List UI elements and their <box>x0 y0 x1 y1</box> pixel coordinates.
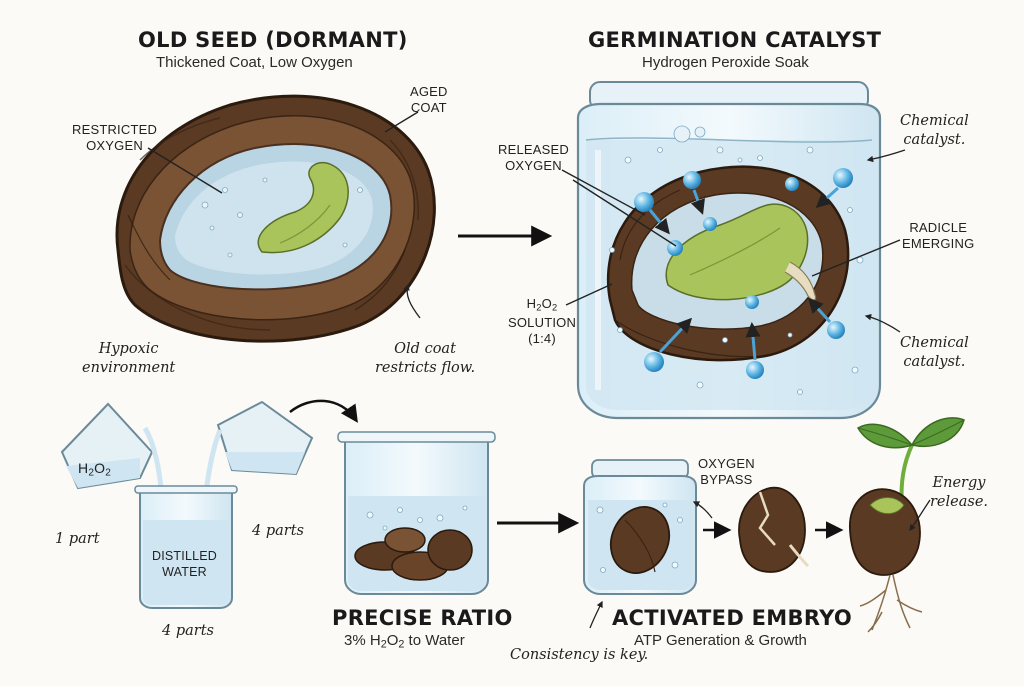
pointer-catalyst-top <box>866 149 906 163</box>
pointer-restricted-oxygen <box>147 147 223 194</box>
pointer-aged-coat <box>384 111 419 133</box>
pointer-oxygen-bypass <box>692 501 713 519</box>
pointer-energy-release <box>909 499 931 532</box>
oxygen-flow-arrows <box>648 186 840 361</box>
pointer-released-oxygen <box>561 169 646 216</box>
label-released-oxygen: RELEASED OXYGEN <box>498 142 569 173</box>
label-h2o2-solution: H2O2 SOLUTION (1:4) <box>508 296 577 347</box>
ratio-subtitle: 3% H2O2 to Water <box>344 632 465 651</box>
distilled-water-beaker <box>134 485 238 609</box>
note-chemical-catalyst-top: Chemical catalyst. <box>900 113 969 148</box>
ratio-title: PRECISE RATIO <box>332 606 513 630</box>
pouring-beaker-left <box>60 402 165 501</box>
old-seed-illustration <box>115 94 436 343</box>
note-old-coat: Old coat restricts flow. <box>375 341 476 376</box>
label-restricted-oxygen: RESTRICTED OXYGEN <box>72 122 158 153</box>
seedling <box>849 417 965 633</box>
pointer-catalyst-bottom <box>864 313 901 333</box>
label-radicle-emerging: RADICLE EMERGING <box>902 220 975 251</box>
small-bubbles <box>609 125 864 395</box>
note-four-parts-bottom: 4 parts <box>162 623 214 639</box>
arrow-to-ratio <box>289 399 358 423</box>
oxygen-bubbles <box>634 168 853 379</box>
note-consistency: Consistency is key. <box>510 647 649 663</box>
note-hypoxic: Hypoxic environment <box>82 341 176 376</box>
note-four-parts-right: 4 parts <box>252 523 304 539</box>
ratio-subtitle-mid: O <box>386 632 399 649</box>
old-seed-title: OLD SEED (DORMANT) <box>138 28 408 52</box>
label-distilled-water: DISTILLED WATER <box>152 549 218 579</box>
ratio-subtitle-post: to Water <box>404 632 465 649</box>
pouring-beaker-right <box>202 400 314 501</box>
catalyst-subtitle: Hydrogen Peroxide Soak <box>642 54 809 71</box>
pointer-released-oxygen-2 <box>572 179 677 247</box>
old-seed-subtitle: Thickened Coat, Low Oxygen <box>156 54 353 71</box>
note-energy-release: Energy release. <box>930 475 989 510</box>
embryo-subtitle: ATP Generation & Growth <box>634 632 807 649</box>
pointer-h2o2-solution <box>565 283 613 306</box>
catalyst-seed <box>606 165 850 362</box>
label-aged-coat: AGED COAT <box>410 84 448 115</box>
cracked-seed <box>738 486 810 573</box>
pointer-consistency <box>589 600 603 629</box>
ratio-subtitle-sub: 2 <box>380 638 387 651</box>
embryo-title: ACTIVATED EMBRYO <box>612 606 853 630</box>
ratio-beaker <box>337 431 496 595</box>
note-one-part: 1 part <box>55 531 100 547</box>
label-oxygen-bypass: OXYGEN BYPASS <box>698 456 755 487</box>
catalyst-title: GERMINATION CATALYST <box>588 28 882 52</box>
small-jar <box>583 459 697 595</box>
pointer-radicle <box>811 239 901 277</box>
label-beaker-h2o2: H2O2 <box>78 460 112 479</box>
ratio-subtitle-pre: 3% H <box>344 632 381 649</box>
pointer-old-coat <box>403 283 421 319</box>
ratio-subtitle-sub2: 2 <box>398 638 405 651</box>
note-chemical-catalyst-bottom: Chemical catalyst. <box>900 335 969 370</box>
